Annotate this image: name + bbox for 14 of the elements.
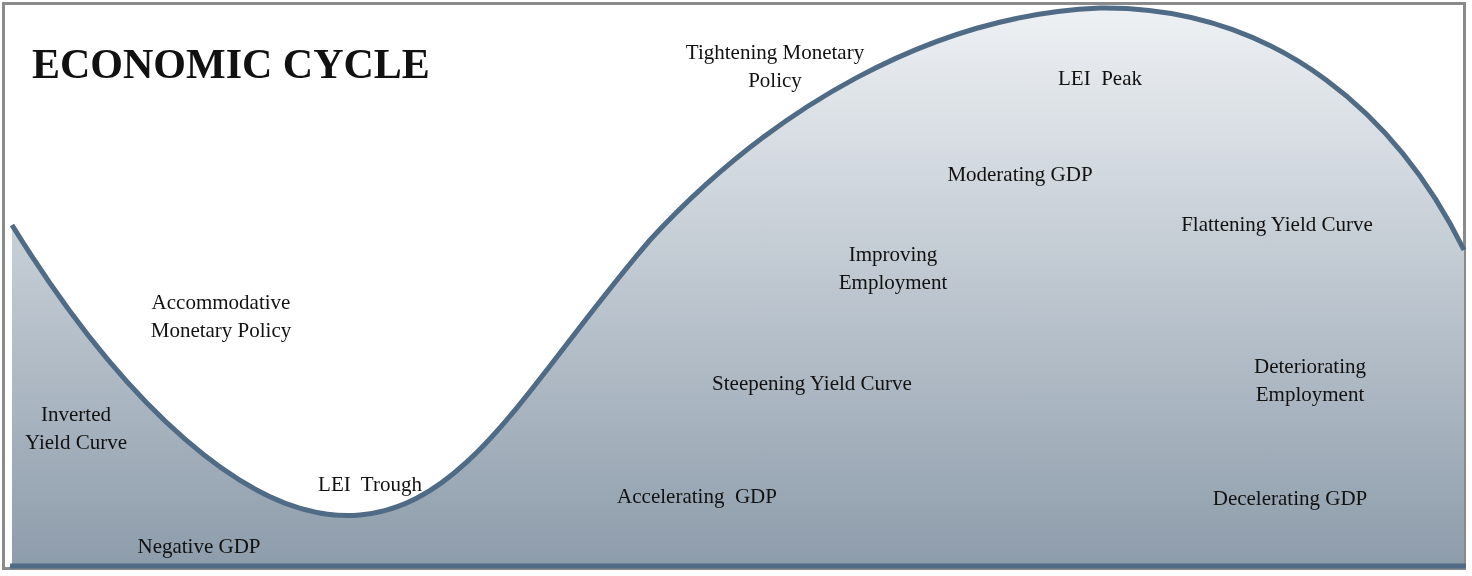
phase-label: Flattening Yield Curve <box>1180 211 1374 238</box>
phase-label: Tightening Monetary Policy <box>684 39 866 94</box>
phase-label: Decelerating GDP <box>1211 485 1369 512</box>
phase-label: Improving Employment <box>837 241 949 296</box>
diagram-title: ECONOMIC CYCLE <box>32 40 430 88</box>
phase-label: LEI Peak <box>1057 65 1143 92</box>
phase-label: Accelerating GDP <box>616 483 778 510</box>
phase-label: Inverted Yield Curve <box>23 401 129 456</box>
phase-label: Negative GDP <box>136 533 262 560</box>
phase-label: Moderating GDP <box>946 161 1094 188</box>
phase-label: LEI Trough <box>317 471 423 498</box>
phase-label: Steepening Yield Curve <box>711 370 913 397</box>
phase-label: Deteriorating Employment <box>1253 353 1367 408</box>
phase-label: Accommodative Monetary Policy <box>149 289 293 344</box>
